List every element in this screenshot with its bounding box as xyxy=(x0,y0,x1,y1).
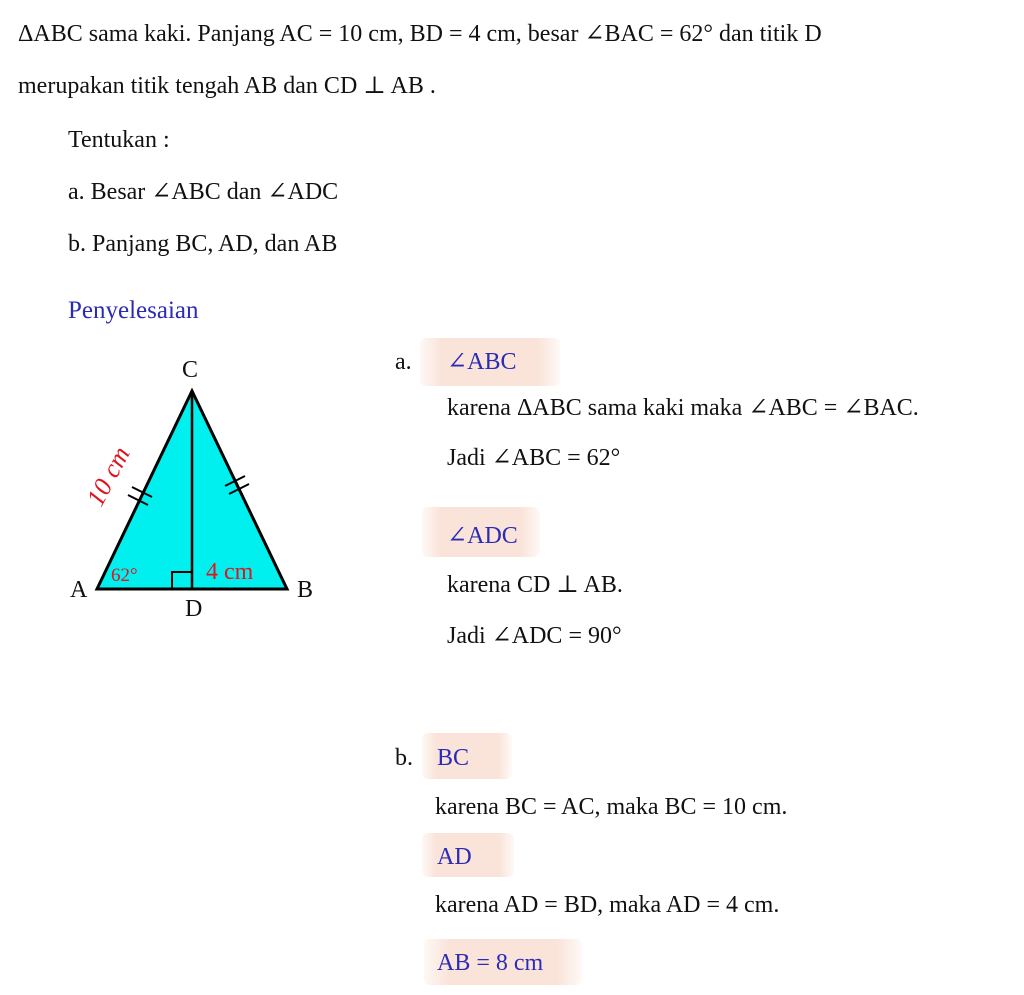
vertex-label-a: A xyxy=(70,577,88,603)
highlight-abc xyxy=(420,338,560,386)
abc-result: Jadi ∠ABC = 62° xyxy=(447,445,621,471)
question-b: b. Panjang BC, AD, dan AB xyxy=(68,231,338,257)
right-angle-mark xyxy=(171,571,192,589)
adc-reason: karena CD ⊥ AB. xyxy=(447,572,623,598)
problem-line-1: ΔABC sama kaki. Panjang AC = 10 cm, BD =… xyxy=(18,21,822,47)
solution-heading: Penyelesaian xyxy=(68,297,199,324)
bc-reason: karena BC = AC, maka BC = 10 cm. xyxy=(435,794,788,820)
problem-prompt: Tentukan : xyxy=(68,127,170,153)
heading-ad: AD xyxy=(437,844,472,870)
highlight-bc xyxy=(422,733,512,779)
part-a-marker: a. xyxy=(395,349,412,375)
vertex-label-d: D xyxy=(185,596,202,622)
ad-reason: karena AD = BD, maka AD = 4 cm. xyxy=(435,892,780,918)
tick-mark-bc-2 xyxy=(228,483,250,495)
heading-angle-abc: ∠ABC xyxy=(447,349,517,375)
side-label-ac: 10 cm xyxy=(81,442,136,511)
part-b-marker: b. xyxy=(395,745,413,771)
heading-ab-result: AB = 8 cm xyxy=(437,950,544,976)
problem-line-2: merupakan titik tengah AB dan CD ⊥ AB . xyxy=(18,73,436,99)
highlight-ad xyxy=(422,833,514,877)
tick-mark-ac-1 xyxy=(131,486,153,498)
tick-mark-bc-1 xyxy=(224,475,246,487)
triangle-figure: C A B D 10 cm 62° 4 cm xyxy=(70,357,313,622)
highlight-adc xyxy=(422,507,540,557)
question-a: a. Besar ∠ABC dan ∠ADC xyxy=(68,179,339,205)
side-label-db: 4 cm xyxy=(206,559,254,585)
heading-angle-adc: ∠ADC xyxy=(447,523,518,549)
tick-mark-ac-2 xyxy=(127,494,149,506)
vertex-label-c: C xyxy=(182,357,198,383)
heading-bc: BC xyxy=(437,745,470,771)
angle-label-a: 62° xyxy=(111,565,138,586)
adc-result: Jadi ∠ADC = 90° xyxy=(447,623,622,649)
highlight-ab xyxy=(424,939,582,985)
vertex-label-b: B xyxy=(297,577,313,603)
abc-reason: karena ΔABC sama kaki maka ∠ABC = ∠BAC. xyxy=(447,395,919,421)
